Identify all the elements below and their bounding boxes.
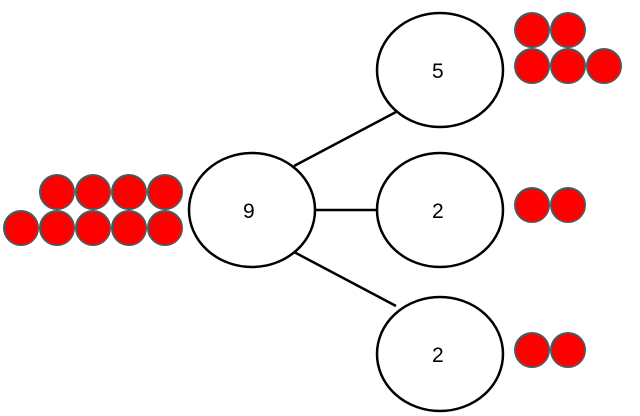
- whole-counters: [3, 174, 183, 246]
- red-counter-dot: [75, 174, 111, 210]
- part-node-2: [375, 151, 505, 269]
- red-counter-dot: [39, 210, 75, 246]
- whole-node: [187, 151, 317, 269]
- red-counter-dot: [147, 210, 183, 246]
- part-node-1: [375, 11, 505, 129]
- red-counter-dot: [147, 174, 183, 210]
- part-1-counters: [514, 12, 622, 84]
- red-counter-dot: [550, 187, 586, 223]
- red-counter-dot: [550, 332, 586, 368]
- red-counter-dot: [514, 187, 550, 223]
- red-counter-dot: [586, 48, 622, 84]
- whole-value: 9: [243, 200, 255, 223]
- part-value-3: 2: [432, 344, 444, 367]
- red-counter-dot: [550, 12, 586, 48]
- link-whole-to-part-1: [293, 110, 397, 168]
- red-counter-dot: [39, 174, 75, 210]
- red-counter-dot: [111, 174, 147, 210]
- red-counter-dot: [75, 210, 111, 246]
- link-whole-to-part-3: [293, 250, 397, 308]
- part-3-counters: [514, 332, 586, 368]
- red-counter-dot: [514, 48, 550, 84]
- red-counter-dot: [514, 332, 550, 368]
- part-value-2: 2: [432, 200, 444, 223]
- part-2-counters: [514, 187, 586, 223]
- part-value-1: 5: [432, 60, 444, 83]
- red-counter-dot: [550, 48, 586, 84]
- red-counter-dot: [514, 12, 550, 48]
- red-counter-dot: [111, 210, 147, 246]
- part-node-3: [375, 295, 505, 413]
- red-counter-dot: [3, 210, 39, 246]
